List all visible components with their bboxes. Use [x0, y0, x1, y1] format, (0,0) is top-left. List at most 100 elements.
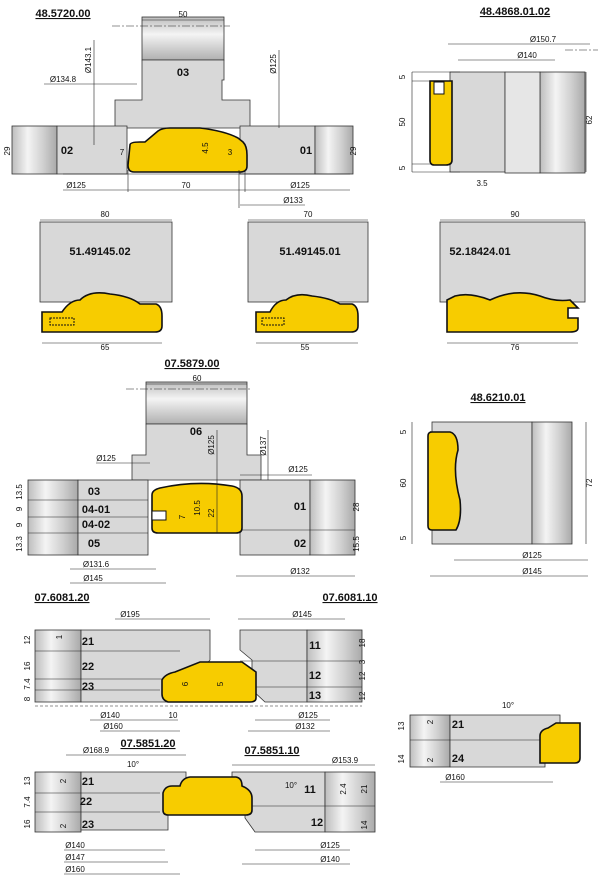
- workpiece-profile: [161, 661, 257, 703]
- workpiece-profile: [41, 292, 163, 333]
- workpiece-profile: [539, 722, 581, 764]
- drawing-07-6081: [34, 618, 363, 732]
- part-number-label: 12: [311, 817, 323, 829]
- dimension-label: Ø140: [100, 711, 120, 720]
- drawing-title: 07.5879.00: [164, 358, 219, 370]
- cutter-stack-left: [77, 479, 149, 556]
- part-number-label: 04-01: [82, 504, 110, 516]
- part-number-label: 21: [82, 636, 94, 648]
- dimension-label: 50: [179, 10, 188, 19]
- drawing-07-5879-00: [27, 381, 356, 584]
- part-number-label: 03: [88, 486, 100, 498]
- dimension-label: 22: [207, 508, 216, 517]
- dimension-label: Ø125: [66, 181, 86, 190]
- part-number-label: 22: [80, 796, 92, 808]
- dimension-label: 2: [426, 719, 435, 724]
- dimension-label: 7.4: [23, 678, 32, 690]
- dimension-label: 5: [398, 165, 407, 170]
- part-number-label: 06: [190, 426, 202, 438]
- drawing-title: 51.49145.01: [279, 246, 340, 258]
- part-number-label: 22: [82, 661, 94, 673]
- part-number-label: 21: [452, 719, 464, 731]
- workpiece-profile: [446, 292, 580, 333]
- part-number-label: 04-02: [82, 519, 110, 531]
- dimension-label: Ø143.1: [84, 46, 93, 73]
- part-number-label: 11: [304, 784, 316, 796]
- dimension-label: 90: [511, 210, 520, 219]
- dimension-label: 28: [352, 502, 361, 511]
- dimension-label: 10°: [502, 701, 514, 710]
- drawing-title: 48.4868.01.02: [480, 6, 550, 18]
- part-number-label: 02: [294, 538, 306, 550]
- dimension-label: 5: [216, 681, 225, 686]
- dimension-label: 70: [304, 210, 313, 219]
- dimension-label: 13: [397, 721, 406, 730]
- dimension-label: Ø132: [295, 722, 315, 731]
- part-number-label: 02: [61, 145, 73, 157]
- drawing-title: 52.18424.01: [449, 246, 510, 258]
- dimension-label: Ø168.9: [83, 746, 110, 755]
- dimension-label: Ø125: [288, 465, 308, 474]
- dimension-label: 10°: [127, 760, 139, 769]
- dimension-label: 65: [101, 343, 110, 352]
- drawing-title: 48.6210.01: [470, 392, 525, 404]
- dimension-label: Ø131.6: [83, 560, 110, 569]
- dimension-label: 2.4: [339, 783, 348, 795]
- dimension-label: 2: [59, 823, 68, 828]
- dimension-label: 12: [358, 671, 367, 680]
- part-number-label: 13: [309, 690, 321, 702]
- part-number-label: 01: [300, 145, 312, 157]
- cutter-01-hub: [314, 125, 354, 175]
- workpiece-profile: [255, 293, 359, 333]
- dimension-label: 21: [360, 784, 369, 793]
- drawing-title: 07.5851.10: [244, 745, 299, 757]
- workpiece-profile: [429, 80, 453, 166]
- dimension-label: 80: [101, 210, 110, 219]
- dimension-label: 62: [585, 115, 594, 124]
- dimension-label: Ø160: [445, 773, 465, 782]
- dimension-label: 70: [182, 181, 191, 190]
- dimension-label: 5: [398, 74, 407, 79]
- dimension-label: Ø125: [298, 711, 318, 720]
- part-number-label: 23: [82, 819, 94, 831]
- dimension-label: Ø140: [320, 855, 340, 864]
- dimension-label: 15.5: [352, 536, 361, 552]
- cutter-body: [449, 71, 506, 173]
- drawing-title: 51.49145.02: [69, 246, 130, 258]
- dimension-label: Ø145: [522, 567, 542, 576]
- dimension-label: Ø145: [292, 610, 312, 619]
- dimension-label: Ø132: [290, 567, 310, 576]
- dimension-label: 10: [169, 711, 178, 720]
- dimension-label: 13.5: [15, 484, 24, 500]
- part-number-label: 21: [82, 776, 94, 788]
- workpiece-profile: [427, 431, 462, 531]
- dimension-label: 72: [585, 478, 594, 487]
- dimension-label: Ø125: [96, 454, 116, 463]
- dimension-label: 9: [15, 506, 24, 511]
- dimension-label: Ø150.7: [530, 35, 557, 44]
- dimension-label: 50: [398, 117, 407, 126]
- drawing-51-49145-01: [247, 219, 369, 344]
- part-number-label: 12: [309, 670, 321, 682]
- workpiece-profile: [127, 127, 248, 173]
- dimension-label: Ø195: [120, 610, 140, 619]
- dimension-label: Ø140: [65, 841, 85, 850]
- dimension-label: 14: [397, 754, 406, 763]
- workpiece-profile: [162, 776, 253, 816]
- dimension-label: Ø140: [517, 51, 537, 60]
- dimension-label: 55: [301, 343, 310, 352]
- dimension-label: 1: [55, 634, 64, 639]
- dimension-label: Ø134.8: [50, 75, 77, 84]
- drawing-title: 07.6081.20: [34, 592, 89, 604]
- dimension-label: 5: [399, 429, 408, 434]
- dimension-label: 7.4: [23, 796, 32, 808]
- dimension-label: Ø137: [259, 436, 268, 456]
- dimension-label: Ø125: [269, 54, 278, 74]
- dimension-label: 16: [23, 819, 32, 828]
- dimension-label: Ø153.9: [332, 756, 359, 765]
- dimension-label: 60: [193, 374, 202, 383]
- drawing-07-5851: [34, 754, 376, 875]
- dimension-label: 29: [3, 146, 12, 155]
